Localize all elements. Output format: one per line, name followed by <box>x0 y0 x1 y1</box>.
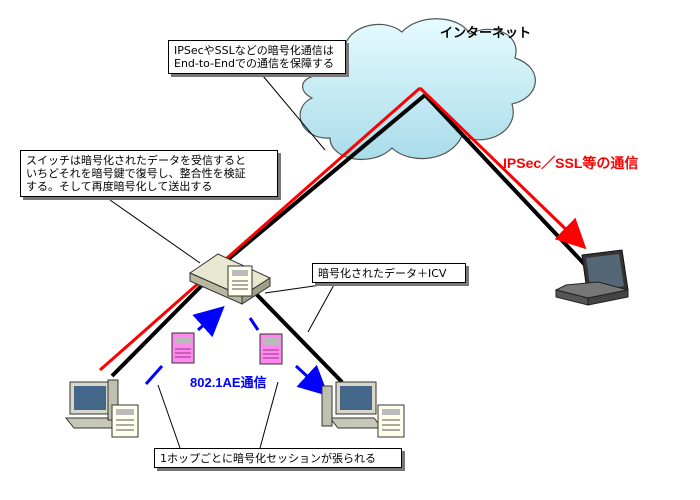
right-pc-icon <box>321 381 405 438</box>
left-pc-icon <box>64 379 139 438</box>
icv-callout: 暗号化されたデータ＋ICV <box>312 263 466 283</box>
hop-callout-text: 1ホップごとに暗号化セッションが張られる <box>160 452 376 465</box>
encrypted-packet-icon <box>171 332 195 364</box>
internet-label: インターネット <box>440 25 531 40</box>
macsec-label: 802.1AE通信 <box>190 375 267 390</box>
icv-callout-text: 暗号化されたデータ＋ICV <box>318 267 447 280</box>
switch-callout-line: いちどそれを暗号鍵で復号し、整合性を検証 <box>26 167 246 180</box>
switch-document-icon <box>227 265 253 297</box>
e2e-callout-line: End-to-Endでの通信を保障する <box>174 57 334 70</box>
e2e-callout: IPSecやSSLなどの暗号化通信は End-to-Endでの通信を保障する <box>168 40 346 74</box>
switch-callout: スイッチは暗号化されたデータを受信すると いちどそれを暗号鍵で復号し、整合性を検… <box>20 150 278 197</box>
switch-callout-line: する。そして再度暗号化して送出する <box>26 180 213 193</box>
callout-leaders <box>109 69 336 449</box>
ipsec-path <box>99 86 587 372</box>
switch-callout-line: スイッチは暗号化されたデータを受信すると <box>26 154 246 167</box>
hop-callout: 1ホップごとに暗号化セッションが張られる <box>154 448 402 468</box>
e2e-callout-line: IPSecやSSLなどの暗号化通信は <box>174 44 334 57</box>
encrypted-packet-icon <box>259 333 283 365</box>
laptop-icon <box>554 249 629 306</box>
ipsec-ssl-label: IPSec／SSL等の通信 <box>503 155 638 171</box>
macsec-arrows <box>144 305 329 397</box>
